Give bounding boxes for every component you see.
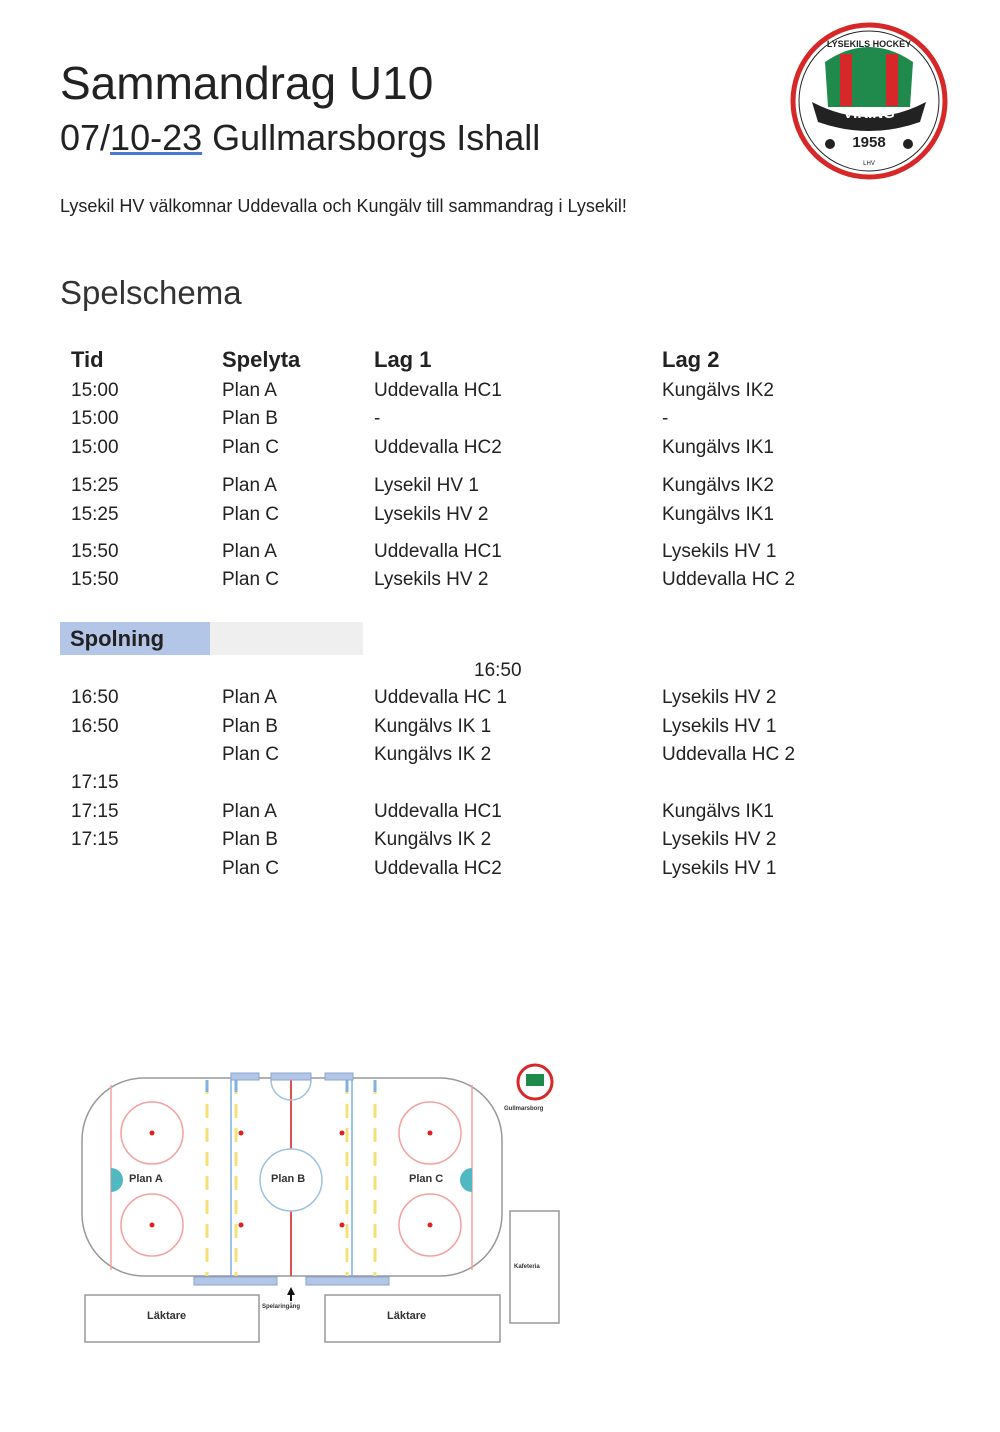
stand-left-label: Läktare [147,1310,187,1322]
field-cell: Plan A [222,687,277,708]
time-cell: 15:50 [71,569,119,590]
field-cell: Plan B [222,408,278,429]
column-header: Lag 2 [662,347,720,372]
team1-cell: Uddevalla HC2 [374,858,502,879]
table-row: 16:50 Plan B Kungälvs IK 1 Lysekils HV 1 [0,716,1000,740]
plan-b-label: Plan B [271,1173,306,1185]
table-row: 16:50 Plan A Uddevalla HC 1 Lysekils HV 2 [0,687,1000,711]
table-row: 15:00 Plan B - - [0,408,1000,432]
time-cell: 17:15 [71,801,119,822]
team2-cell: Kungälvs IK2 [662,380,774,401]
entrance-label: Spelaringång [262,1304,301,1310]
logo-text-viking: VIKING [843,105,895,122]
break-time: 16:50 [474,660,522,681]
plan-a-label: Plan A [129,1173,163,1185]
team2-cell: Lysekils HV 1 [662,716,777,737]
field-cell: Plan A [222,541,277,562]
break-bar [60,622,210,655]
table-row: 15:25 Plan A Lysekil HV 1 Kungälvs IK2 [0,475,1000,499]
team2-cell: Kungälvs IK1 [662,801,774,822]
club-logo: VIKING 1958 LHV LYSEKILS HOCKEY [790,22,948,180]
table-row: 15:50 Plan A Uddevalla HC1 Lysekils HV 1 [0,541,1000,565]
arena-label: Gullmarsborg [504,1106,544,1112]
team1-cell: Uddevalla HC 1 [374,687,508,708]
team1-cell: Kungälvs IK 2 [374,829,492,850]
time-cell: 15:50 [71,541,119,562]
time-cell: 15:00 [71,408,119,429]
time-cell: 16:50 [71,716,119,737]
stand-right-label: Läktare [387,1310,427,1322]
team1-cell: Lysekils HV 2 [374,569,489,590]
column-header: Lag 1 [374,347,432,372]
team1-cell: Uddevalla HC2 [374,437,502,458]
team1-cell: Lysekil HV 1 [374,475,479,496]
field-cell: Plan C [222,744,280,765]
table-row: 15:25 Plan C Lysekils HV 2 Kungälvs IK1 [0,504,1000,528]
logo-year: 1958 [852,134,885,151]
table-row: 17:15 Plan B Kungälvs IK 2 Lysekils HV 2 [0,829,1000,853]
time-cell: 17:15 [71,772,119,793]
time-cell: 15:25 [71,504,119,525]
team1-cell: Uddevalla HC1 [374,380,502,401]
team2-cell: Kungälvs IK2 [662,475,774,496]
table-row: Plan C Kungälvs IK 2 Uddevalla HC 2 [0,744,1000,768]
time-cell: 15:00 [71,380,119,401]
time-cell: 15:25 [71,475,119,496]
team1-cell: Kungälvs IK 2 [374,744,492,765]
logo-text-bottom: LHV [863,161,875,167]
field-cell: Plan B [222,829,278,850]
field-cell: Plan C [222,569,280,590]
venue: Gullmarsborgs Ishall [202,117,541,158]
team2-cell: Lysekils HV 2 [662,829,777,850]
time-cell: 17:15 [71,829,119,850]
team2-cell: Uddevalla HC 2 [662,569,796,590]
team2-cell: Uddevalla HC 2 [662,744,796,765]
field-cell: Plan B [222,716,278,737]
field-cell: Plan C [222,504,280,525]
table-row: Plan C Uddevalla HC2 Lysekils HV 1 [0,858,1000,882]
column-header: Tid [71,347,104,372]
field-cell: Plan C [222,858,280,879]
field-cell: Plan A [222,475,277,496]
team1-cell: Kungälvs IK 1 [374,716,492,737]
team1-cell: Uddevalla HC1 [374,801,502,822]
team2-cell: Kungälvs IK1 [662,437,774,458]
field-cell: Plan A [222,380,277,401]
break-bar-fill [210,622,363,655]
team2-cell: Lysekils HV 1 [662,858,777,879]
time-cell: 15:00 [71,437,119,458]
team2-cell: - [662,408,669,429]
break-label: Spolning [70,626,165,651]
logo-text-top: LYSEKILS HOCKEY [827,39,911,49]
cafe-label: Kafeteria [514,1264,540,1270]
table-row: 15:50 Plan C Lysekils HV 2 Uddevalla HC 2 [0,569,1000,593]
team2-cell: Kungälvs IK1 [662,504,774,525]
time-cell: 16:50 [71,687,119,708]
schedule-header-row: Tid Spelyta Lag 1 Lag 2 [0,347,1000,372]
team2-cell: Lysekils HV 2 [662,687,777,708]
team2-cell: Lysekils HV 1 [662,541,777,562]
schedule-heading: Spelschema [60,274,242,311]
team1-cell: Lysekils HV 2 [374,504,489,525]
field-cell: Plan C [222,437,280,458]
intro-text: Lysekil HV välkomnar Uddevalla och Kungä… [60,196,627,216]
team1-cell: - [374,408,381,429]
date-prefix: 07/ [60,117,111,158]
table-row: 15:00 Plan C Uddevalla HC2 Kungälvs IK1 [0,437,1000,461]
date-underlined: 10-23 [110,117,203,158]
table-row: 17:15 [0,772,1000,796]
table-row: 15:00 Plan A Uddevalla HC1 Kungälvs IK2 [0,380,1000,404]
table-row: 17:15 Plan A Uddevalla HC1 Kungälvs IK1 [0,801,1000,825]
field-cell: Plan A [222,801,277,822]
plan-c-label: Plan C [409,1173,444,1185]
column-header: Spelyta [222,347,301,372]
team1-cell: Uddevalla HC1 [374,541,502,562]
page-title: Sammandrag U10 [60,57,434,109]
page-subtitle: 07/10-23 Gullmarsborgs Ishall [60,117,540,159]
